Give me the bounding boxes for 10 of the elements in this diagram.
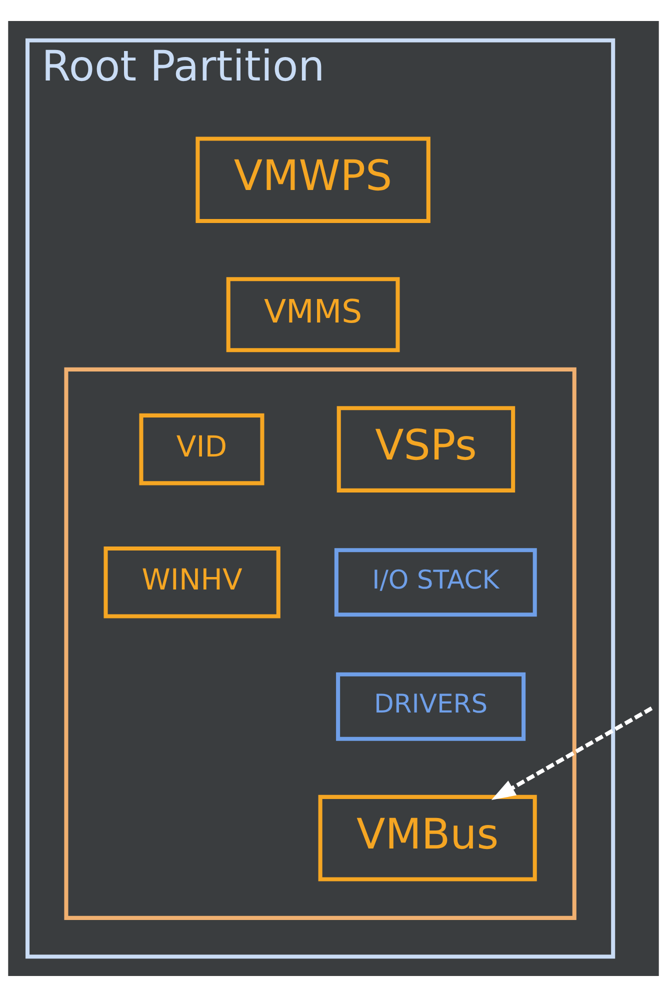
node-box: VID <box>139 412 264 485</box>
node-box: DRIVERS <box>336 672 526 740</box>
arrow <box>491 706 653 800</box>
cluster <box>64 366 576 920</box>
node-box: VMMS <box>226 276 400 352</box>
node-box: WINHV <box>104 546 280 618</box>
node-box: VMBus <box>318 794 537 881</box>
node-box: VMWPS <box>196 136 430 223</box>
node-box: I/O STACK <box>334 548 537 616</box>
node-box: VSPs <box>336 406 516 492</box>
